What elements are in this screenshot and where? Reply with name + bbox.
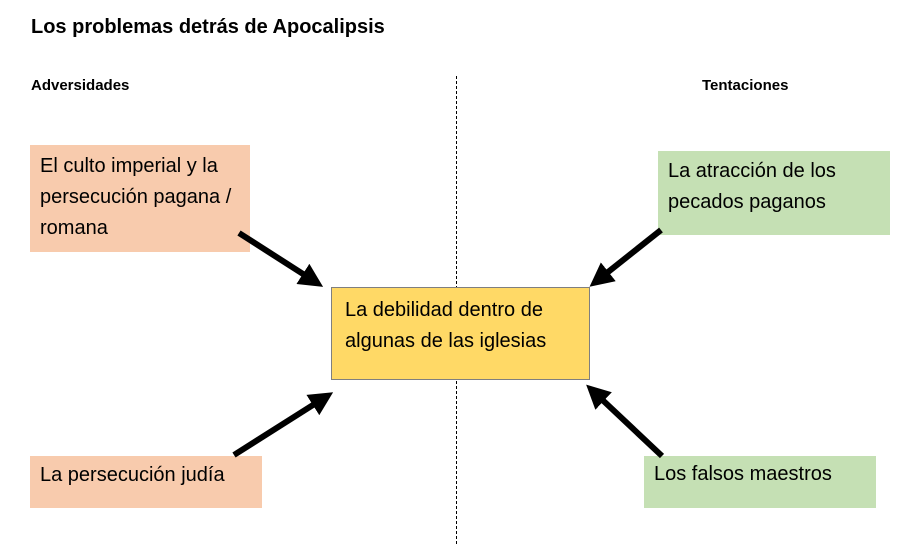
arrow-top-right bbox=[589, 227, 663, 287]
box-falsos-maestros: Los falsos maestros bbox=[644, 456, 876, 508]
box-persecucion-judia: La persecución judía bbox=[30, 456, 262, 508]
box-culto-imperial: El culto imperial y la persecución pagan… bbox=[30, 145, 250, 252]
box-atraccion-pecados: La atracción de los pecados paganos bbox=[658, 151, 890, 235]
column-label-adversidades: Adversidades bbox=[31, 77, 130, 94]
arrow-top-left bbox=[237, 230, 324, 287]
arrow-bottom-left bbox=[232, 392, 334, 458]
diagram-title: Los problemas detrás de Apocalipsis bbox=[31, 16, 385, 38]
arrow-bottom-right bbox=[586, 384, 665, 459]
column-label-tentaciones: Tentaciones bbox=[702, 77, 789, 94]
box-debilidad-iglesias: La debilidad dentro de algunas de las ig… bbox=[331, 287, 590, 380]
